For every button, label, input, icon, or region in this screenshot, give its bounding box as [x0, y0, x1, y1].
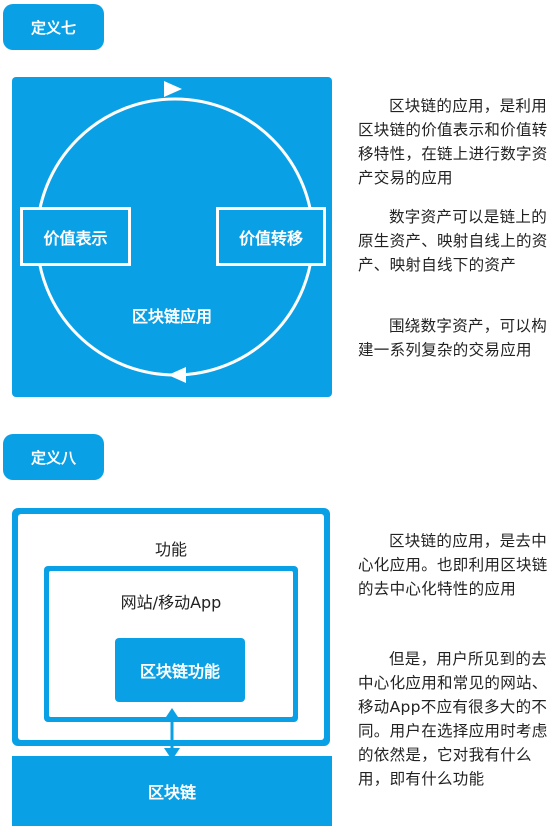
definition-7-paragraph-1: 区块链的应用，是利用区块链的价值表示和价值转移特性，在链上进行数字资产交易的应用 — [358, 97, 548, 187]
definition-7-paragraph-2: 数字资产可以是链上的原生资产、映射自线上的资产、映射自线下的资产 — [358, 208, 548, 274]
function-label: 功能 — [154, 540, 187, 559]
definition-8-tag: 定义八 — [3, 434, 104, 480]
blockchain-application-label: 区块链应用 — [131, 307, 212, 326]
value-representation-box: 价值表示 — [20, 207, 131, 266]
website-app-label: 网站/移动App — [120, 593, 222, 612]
definition-7-tag: 定义七 — [3, 4, 104, 50]
arrow-right-icon — [164, 81, 182, 97]
definition-7-paragraph-3: 围绕数字资产，可以构建一系列复杂的交易应用 — [358, 317, 548, 359]
double-arrow-icon — [164, 708, 180, 760]
website-app-layer-box: 网站/移动App 区块链功能 — [44, 566, 298, 722]
arrow-left-icon — [168, 367, 186, 383]
definition-8-paragraph-2: 但是，用户所见到的去中心化应用和常见的网站、移动App不应有很多大的不同。用户在… — [358, 650, 548, 788]
blockchain-base-bar: 区块链 — [12, 756, 332, 826]
function-layer-box: 功能 网站/移动App 区块链功能 — [12, 508, 330, 746]
definition-7-diagram: 价值表示 价值转移 区块链应用 — [12, 77, 332, 397]
definition-8-paragraph-1: 区块链的应用，是去中心化应用。也即利用区块链的去中心化特性的应用 — [358, 532, 548, 598]
blockchain-function-box: 区块链功能 — [115, 638, 245, 702]
value-transfer-box: 价值转移 — [216, 207, 326, 266]
